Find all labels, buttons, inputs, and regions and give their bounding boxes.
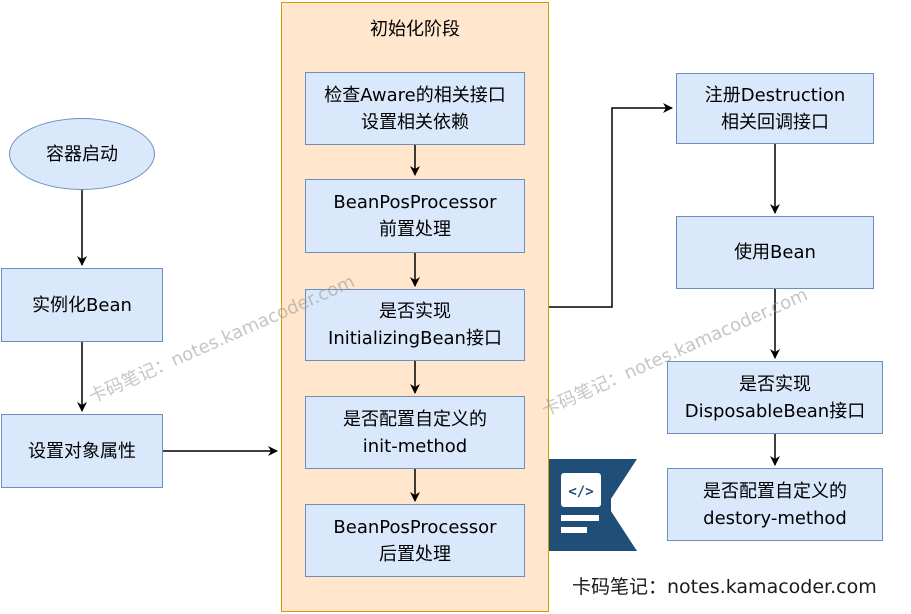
- init-phase-title: 初始化阶段: [370, 19, 460, 40]
- node-set-properties: 设置对象属性: [1, 414, 163, 488]
- node-use-bean: 使用Bean: [676, 216, 874, 289]
- node-check-aware: 检查Aware的相关接口 设置相关依赖: [305, 72, 525, 145]
- node-instantiate-bean: 实例化Bean: [1, 268, 163, 342]
- node-container-start: 容器启动: [9, 118, 155, 190]
- node-bpp-after: BeanPosProcessor 后置处理: [305, 504, 525, 577]
- node-register-destruction: 注册Destruction 相关回调接口: [676, 73, 874, 144]
- node-destroy-method: 是否配置自定义的 destory-method: [667, 468, 883, 541]
- node-disposable-bean: 是否实现 DisposableBean接口: [667, 361, 883, 434]
- footer-credit: 卡码笔记：notes.kamacoder.com: [572, 576, 877, 598]
- node-bpp-before: BeanPosProcessor 前置处理: [305, 179, 525, 253]
- svg-text:</>: </>: [568, 484, 593, 500]
- node-init-method: 是否配置自定义的 init-method: [305, 396, 525, 469]
- edge-phase-to-register: [549, 103, 673, 308]
- node-initializing-bean: 是否实现 InitializingBean接口: [305, 289, 525, 361]
- kamacoder-logo-icon: </>: [549, 459, 637, 551]
